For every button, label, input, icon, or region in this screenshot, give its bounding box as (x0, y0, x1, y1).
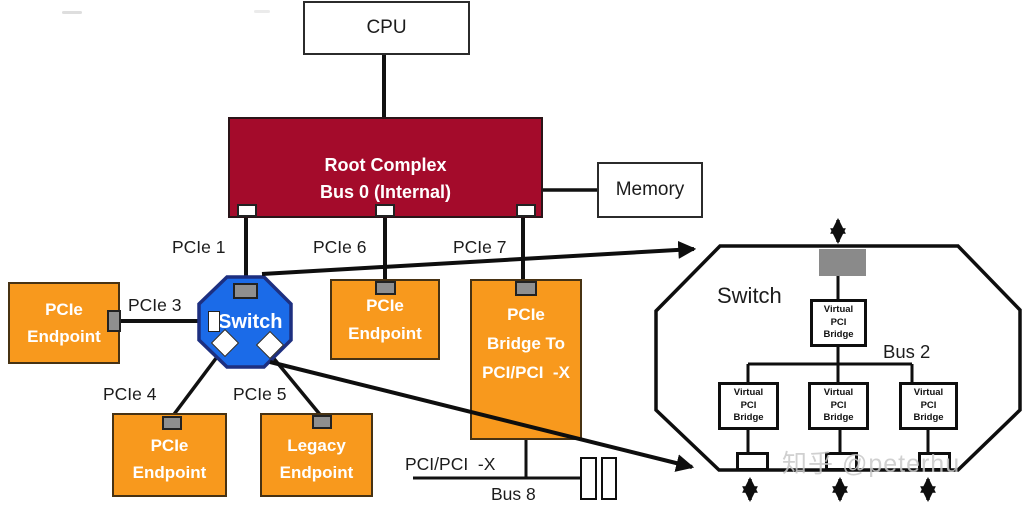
bus8-label: Bus 8 (491, 484, 536, 504)
vpb-left-line1: Virtual (733, 387, 764, 399)
endpoint-pcie6-port (375, 281, 396, 295)
legacy-endpoint-line2: Endpoint (279, 463, 354, 482)
memory-label: Memory (615, 179, 685, 200)
virtual-pci-bridge-left: Virtual PCI Bridge (718, 382, 779, 430)
endpoint-left-port (107, 310, 121, 332)
pcie7-label: PCIe 7 (453, 237, 507, 257)
root-complex-line2: Bus 0 (Internal) (319, 181, 452, 202)
endpoint-pcie6-line1: PCIe (366, 296, 404, 316)
pcie3-label: PCIe 3 (128, 295, 182, 315)
pci-bus-label: PCI/PCI -X (405, 454, 496, 474)
pcie-endpoint-pcie6-box: PCIe Endpoint (330, 279, 440, 360)
pcie-endpoint-left-box: PCIe Endpoint (8, 282, 120, 364)
endpoint-left-line2: Endpoint (27, 327, 101, 346)
vpb-right-line1: Virtual (913, 387, 944, 399)
bus2-label: Bus 2 (883, 341, 931, 362)
faint-artifact-1 (62, 11, 82, 14)
vpb-top-line2: PCI (830, 316, 847, 328)
pcie5-label: PCIe 5 (233, 384, 287, 404)
memory-box: Memory (597, 162, 703, 218)
detail-downstream-port-right (918, 452, 951, 471)
pcie-endpoint-pcie4-box: PCIe Endpoint (112, 413, 227, 497)
faint-artifact-2 (254, 10, 270, 13)
pcie4-link (170, 347, 225, 419)
legacy-endpoint-line1: Legacy (287, 435, 346, 455)
detail-downstream-port-left (736, 452, 769, 471)
root-complex-box: Root Complex Bus 0 (Internal) (228, 117, 543, 218)
rc-port-pcie6 (375, 204, 395, 217)
cpu-box: CPU (303, 1, 470, 55)
vpb-mid-line3: Bridge (823, 412, 854, 424)
rc-port-pcie7 (516, 204, 536, 217)
pci-slot-2 (601, 457, 617, 500)
switch-detail-outline (654, 244, 1022, 472)
endpoint-pcie4-line1: PCIe (150, 435, 189, 455)
vpb-top-line1: Virtual (823, 304, 854, 316)
detail-upstream-port (819, 249, 866, 276)
vpb-left-line3: Bridge (733, 412, 764, 424)
vpb-mid-line2: PCI (830, 399, 847, 411)
endpoint-pcie4-line2: Endpoint (132, 463, 207, 482)
pcie6-label: PCIe 6 (313, 237, 367, 257)
switch-left-port (208, 311, 220, 332)
vpb-left-line2: PCI (740, 399, 757, 411)
watermark: 知乎 @peterhu (782, 450, 961, 478)
detail-downstream-port-mid (825, 452, 858, 471)
switch-detail-title: Switch (717, 283, 782, 308)
virtual-pci-bridge-right: Virtual PCI Bridge (899, 382, 958, 430)
pcie5-link (264, 347, 324, 419)
vpb-right-line2: PCI (920, 399, 937, 411)
bridge-line3: PCI/PCI -X (482, 362, 570, 382)
switch-upstream-port (233, 283, 258, 299)
pci-slot-1 (580, 457, 597, 500)
vpb-right-line3: Bridge (913, 412, 944, 424)
virtual-pci-bridge-top: Virtual PCI Bridge (810, 299, 867, 347)
legacy-endpoint-port (312, 415, 332, 429)
bridge-line2: Bridge To (486, 333, 566, 353)
bridge-port (515, 281, 537, 296)
switch-label: Switch (218, 311, 283, 333)
endpoint-pcie6-line2: Endpoint (348, 323, 422, 343)
vpb-mid-line1: Virtual (823, 387, 854, 399)
rc-port-pcie1 (237, 204, 257, 217)
bridge-line1: PCIe (507, 305, 545, 324)
root-complex-line1: Root Complex (324, 155, 447, 176)
virtual-pci-bridge-mid: Virtual PCI Bridge (808, 382, 869, 430)
endpoint-left-line1: PCIe (45, 299, 83, 319)
cpu-label: CPU (366, 17, 407, 38)
endpoint-pcie4-port (162, 416, 182, 430)
pcie4-label: PCIe 4 (103, 384, 157, 404)
vpb-top-line3: Bridge (823, 329, 854, 341)
pcie-bridge-box: PCIe Bridge To PCI/PCI -X (470, 279, 582, 440)
pcie1-label: PCIe 1 (172, 237, 226, 257)
